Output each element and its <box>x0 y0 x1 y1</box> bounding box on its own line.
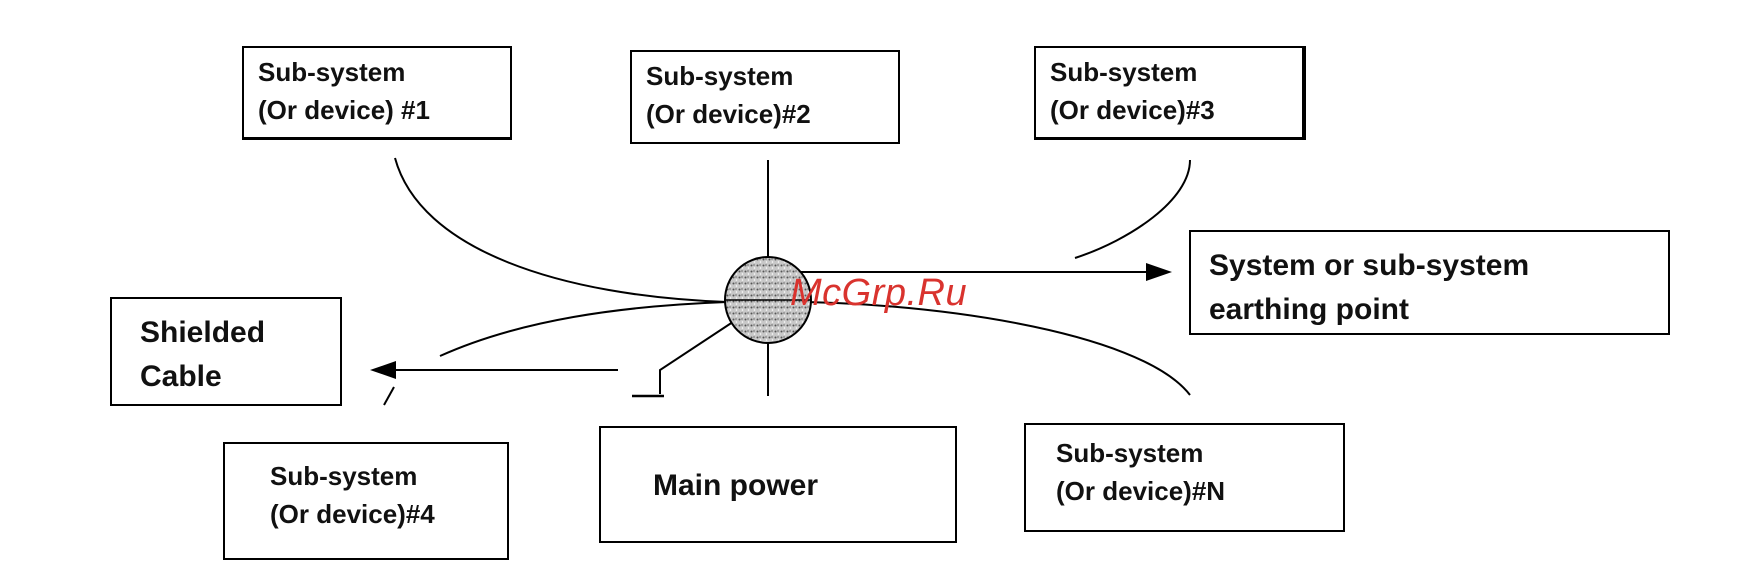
wire-sub3 <box>1075 160 1190 258</box>
subsystem-2-title: Sub-system <box>646 58 884 96</box>
subsystem-3-device: (Or device)#3 <box>1050 92 1288 130</box>
earthing-point-line1: System or sub-system <box>1209 244 1650 288</box>
subsystem-4-device: (Or device)#4 <box>270 496 462 534</box>
wire-sub1 <box>395 158 727 302</box>
wire-shielded-tail <box>384 387 394 405</box>
main-power-label: Main power <box>653 464 903 508</box>
wire-subN <box>770 302 1190 395</box>
subsystem-n-title: Sub-system <box>1056 435 1313 473</box>
shielded-cable-line1: Shielded <box>140 311 312 355</box>
subsystem-n-device: (Or device)#N <box>1056 473 1313 511</box>
shielded-cable-line2: Cable <box>140 355 312 399</box>
watermark-text: McGrp.Ru <box>790 272 967 315</box>
subsystem-1-device: (Or device) #1 <box>258 92 496 130</box>
main-power-box: Main power <box>599 426 957 543</box>
subsystem-1-box: Sub-system (Or device) #1 <box>242 46 512 140</box>
wire-sub4 <box>440 302 727 356</box>
arrowhead-earthing-point <box>1146 263 1172 281</box>
subsystem-1-title: Sub-system <box>258 54 496 92</box>
subsystem-3-title: Sub-system <box>1050 54 1288 92</box>
shielded-cable-box: Shielded Cable <box>110 297 342 406</box>
subsystem-2-device: (Or device)#2 <box>646 96 884 134</box>
subsystem-3-box: Sub-system (Or device)#3 <box>1034 46 1306 140</box>
subsystem-4-box: Sub-system (Or device)#4 <box>223 442 509 560</box>
subsystem-n-box: Sub-system (Or device)#N <box>1024 423 1345 532</box>
earthing-point-box: System or sub-system earthing point <box>1189 230 1670 335</box>
subsystem-2-box: Sub-system (Or device)#2 <box>630 50 900 144</box>
subsystem-4-title: Sub-system <box>270 458 462 496</box>
earthing-point-line2: earthing point <box>1209 288 1650 332</box>
arrowhead-shielded-cable <box>370 361 396 379</box>
